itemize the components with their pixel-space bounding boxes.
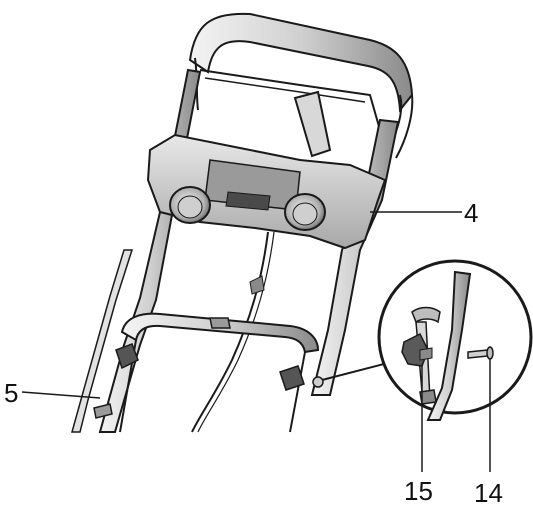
knob-15 [401, 332, 433, 367]
callout-5-label: 5 [4, 378, 18, 408]
detail-magnifier [321, 259, 533, 421]
callout-15-label: 15 [404, 476, 433, 506]
handle-knob-left [115, 343, 139, 370]
left-handle-tube [71, 68, 202, 433]
callout-5-leader [21, 391, 101, 399]
handle-knob-right [279, 365, 324, 391]
magnifier-leader [321, 363, 385, 381]
callout-4-label: 4 [464, 198, 478, 228]
cable-clip [93, 403, 113, 419]
control-cable [191, 231, 275, 433]
control-bail [194, 57, 381, 158]
callout-14-label: 14 [474, 478, 503, 507]
console-light-box [146, 133, 387, 250]
bolt-14 [467, 346, 494, 360]
